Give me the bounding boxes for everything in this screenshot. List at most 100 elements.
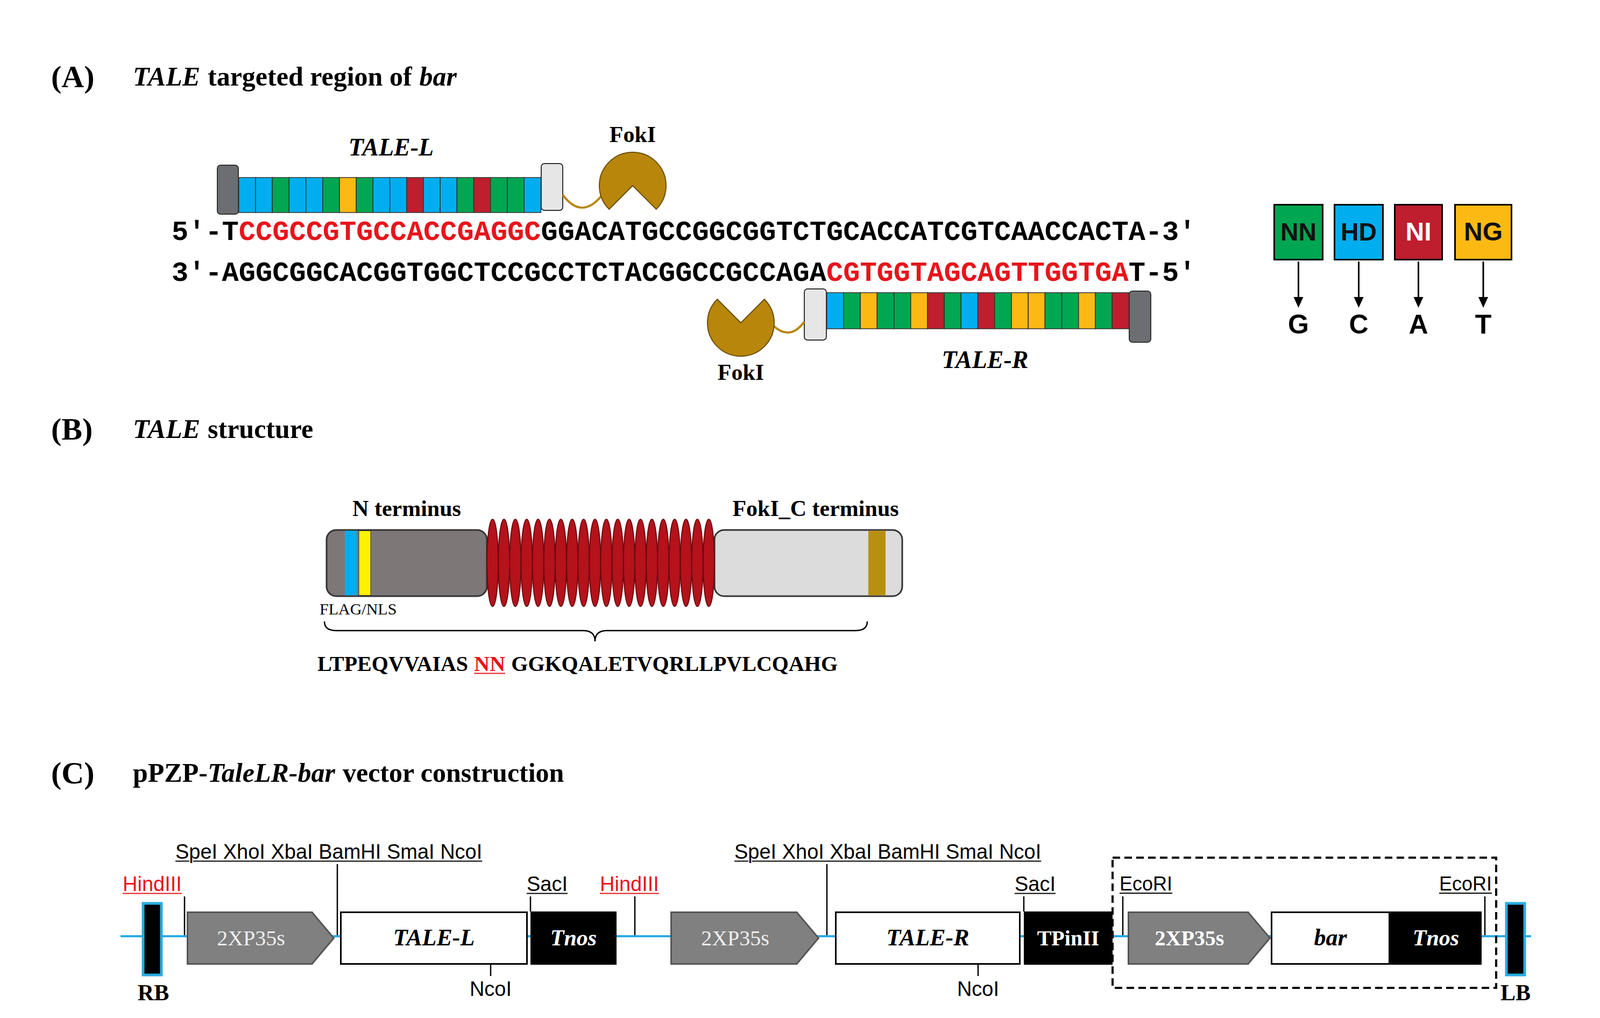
domain-name-group: FokI (717, 359, 764, 386)
panel-letter: (B) (51, 411, 93, 447)
panel-title-group: TALEtargeted region ofbar (132, 60, 457, 92)
legend-arrow (1297, 261, 1300, 299)
tale-repeat (910, 292, 928, 329)
base-letter: A (1408, 309, 1428, 340)
tale-repeat (356, 177, 373, 213)
tale-repeat (456, 177, 474, 213)
restriction-site: SpeI XhoI XbaI BamHI SmaI NcoI (175, 840, 483, 863)
tale-repeat (1044, 292, 1062, 329)
dna-sequence: T-5′ (1128, 257, 1196, 290)
node-text: bar (1313, 924, 1347, 951)
node-text: Tnos (550, 925, 597, 951)
promoter-outline (187, 912, 335, 965)
site-tick (634, 896, 636, 936)
node-text: NG (1463, 217, 1503, 247)
restriction-site: HindIII (599, 872, 660, 896)
base-letter-group: G (1287, 308, 1309, 341)
tale-repeat (978, 292, 995, 329)
gene-box: bar (1270, 911, 1391, 965)
arrow-head (1354, 296, 1364, 308)
promoter-arrow: 2XP35s (1127, 911, 1271, 965)
tale-repeat (876, 292, 894, 329)
panel-title: TALE (132, 61, 201, 92)
tale-repeat (1112, 292, 1129, 329)
tale-repeat (238, 177, 256, 213)
nls-stripe (358, 531, 371, 596)
dna-sequence-group: 5′-TCCGCCGTGCCACCGAGGCGGACATGCCGGCGGTCTG… (171, 216, 1196, 249)
repeat-unit (657, 519, 669, 607)
tale-repeat (390, 177, 407, 213)
restriction-site: EcoRI (1439, 872, 1492, 895)
repeat-sequence: GGKQALETVQRLLPVLCQAHG (511, 651, 838, 676)
panel-title: vector construction (342, 757, 564, 788)
panel-title: bar (419, 61, 457, 92)
repeat-sequence: NN (473, 651, 506, 676)
border-label-group: LB (1500, 979, 1531, 1006)
tale-repeat (944, 292, 961, 329)
promoter-outline (671, 912, 819, 965)
restriction-site-group: NcoI (469, 977, 512, 1001)
tale-repeat (406, 177, 424, 213)
node-text: NN (1280, 218, 1317, 246)
border-label: RB (137, 980, 169, 1005)
panel-title: TaleLR-bar (207, 757, 336, 788)
restriction-site-group: HindIII (599, 872, 660, 896)
flag-stripe (344, 531, 357, 596)
protein-name-group: TALE-L (348, 132, 434, 162)
restriction-site: NcoI (957, 977, 1000, 1001)
restriction-site: SacI (526, 872, 568, 896)
node-text: Tnos (1412, 925, 1460, 951)
restriction-site-group: SpeI XhoI XbaI BamHI SmaI NcoI (175, 840, 483, 864)
domain-name: N terminus (352, 496, 462, 521)
base-letter-group: C (1348, 308, 1369, 341)
tale-repeat (1011, 292, 1029, 329)
tale-repeat (927, 292, 945, 329)
base-letter: G (1287, 309, 1309, 340)
restriction-site: EcoRI (1119, 872, 1173, 895)
repeat-unit (486, 519, 499, 607)
tale-repeat (1095, 292, 1113, 329)
domain-name: FokI (717, 359, 764, 385)
site-tick (1122, 896, 1124, 936)
promoter-arrow: 2XP35s (670, 911, 820, 965)
site-tick (826, 864, 828, 936)
base-letter-group: A (1408, 308, 1428, 341)
domain-name-group: FokI (609, 121, 656, 148)
brace (324, 621, 868, 642)
border-bar (143, 903, 162, 975)
restriction-site-group: NcoI (957, 977, 1000, 1001)
repeat-unit (691, 519, 704, 607)
dna-sequence: GGACATGCCGGCGGTCTGCACCATCGTCAACCACTA-3′ (541, 216, 1196, 249)
protein-name: TALE-R (941, 345, 1029, 374)
tale-repeat (1028, 292, 1045, 329)
site-tick (336, 864, 339, 936)
repeat-sequence: LTPEQVVAIAS (317, 651, 469, 676)
tale-repeat (423, 177, 441, 213)
tale-repeat (288, 177, 306, 213)
panel-title: pPZP- (132, 757, 208, 788)
repeat-sequence-group: LTPEQVVAIASNNGGKQALETVQRLLPVLCQAHG (317, 650, 838, 677)
node-text: TALE-R (886, 924, 969, 951)
repeat-unit (520, 519, 533, 607)
tale-repeat (440, 177, 457, 213)
arrow-head (1293, 296, 1304, 308)
tale-repeat (1078, 292, 1096, 329)
restriction-site: SacI (1014, 872, 1056, 896)
node-text: NI (1405, 217, 1432, 247)
repeat-unit (509, 519, 521, 607)
domain-name: FokI_C terminus (732, 496, 899, 521)
legend-arrow (1482, 261, 1485, 299)
restriction-site-group: HindIII (122, 872, 182, 896)
border-label-group: RB (137, 979, 169, 1006)
tale-repeat (272, 177, 289, 213)
border-label: LB (1500, 980, 1531, 1005)
n-terminus-box (326, 529, 487, 597)
base-letter-group: T (1475, 308, 1492, 341)
repeat-unit (532, 519, 544, 607)
protein-name: TALE-L (348, 133, 434, 161)
restriction-site-group: EcoRI (1119, 872, 1173, 896)
panel-letter-group: (C) (51, 754, 95, 791)
panel-title-group: TALEstructure (132, 413, 314, 445)
tale-repeat (524, 177, 541, 213)
